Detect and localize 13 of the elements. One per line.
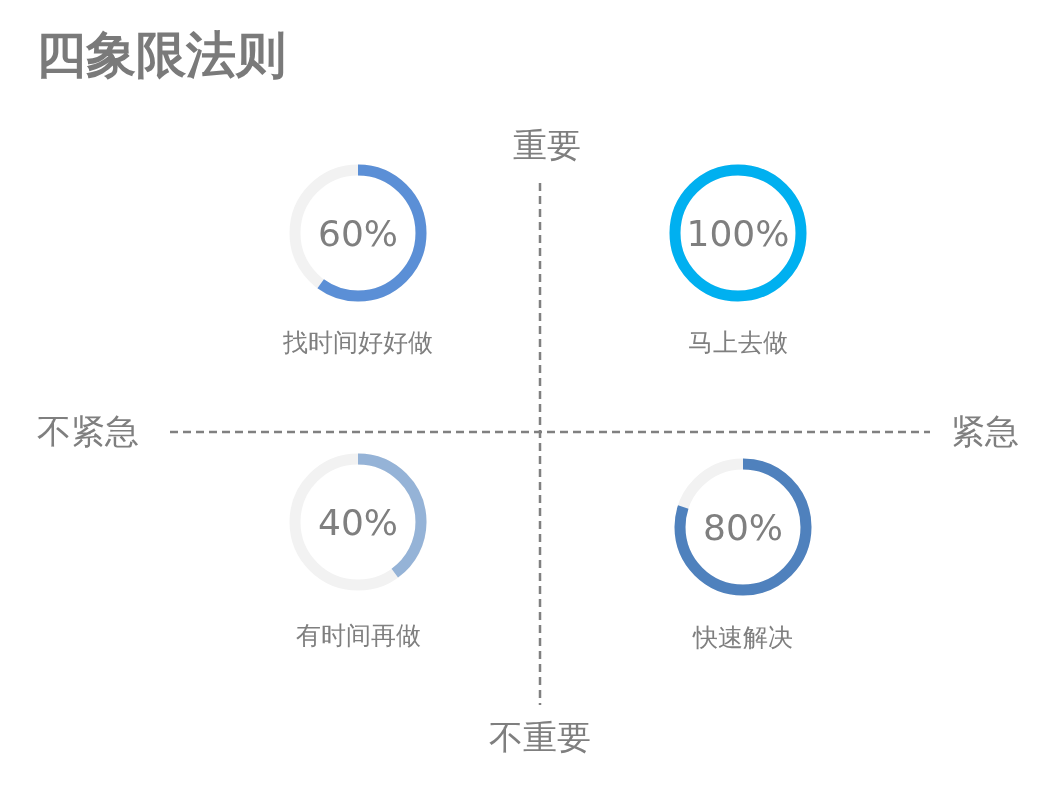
quadrant-caption: 找时间好好做 bbox=[283, 326, 433, 359]
axis-label: 不紧急 bbox=[37, 410, 139, 453]
quadrant-caption: 有时间再做 bbox=[295, 619, 421, 652]
axis-label: 不重要 bbox=[489, 716, 591, 759]
axis-label: 紧急 bbox=[951, 410, 1019, 453]
percentage-value: 100% bbox=[686, 212, 790, 254]
axis-label: 重要 bbox=[513, 124, 581, 167]
quadrant-caption: 马上去做 bbox=[688, 326, 788, 359]
percentage-value: 80% bbox=[703, 506, 783, 548]
title: 四象限法则 bbox=[36, 25, 286, 86]
quadrant-caption: 快速解决 bbox=[693, 621, 793, 654]
percentage-value: 40% bbox=[318, 501, 398, 543]
percentage-value: 60% bbox=[318, 212, 398, 254]
